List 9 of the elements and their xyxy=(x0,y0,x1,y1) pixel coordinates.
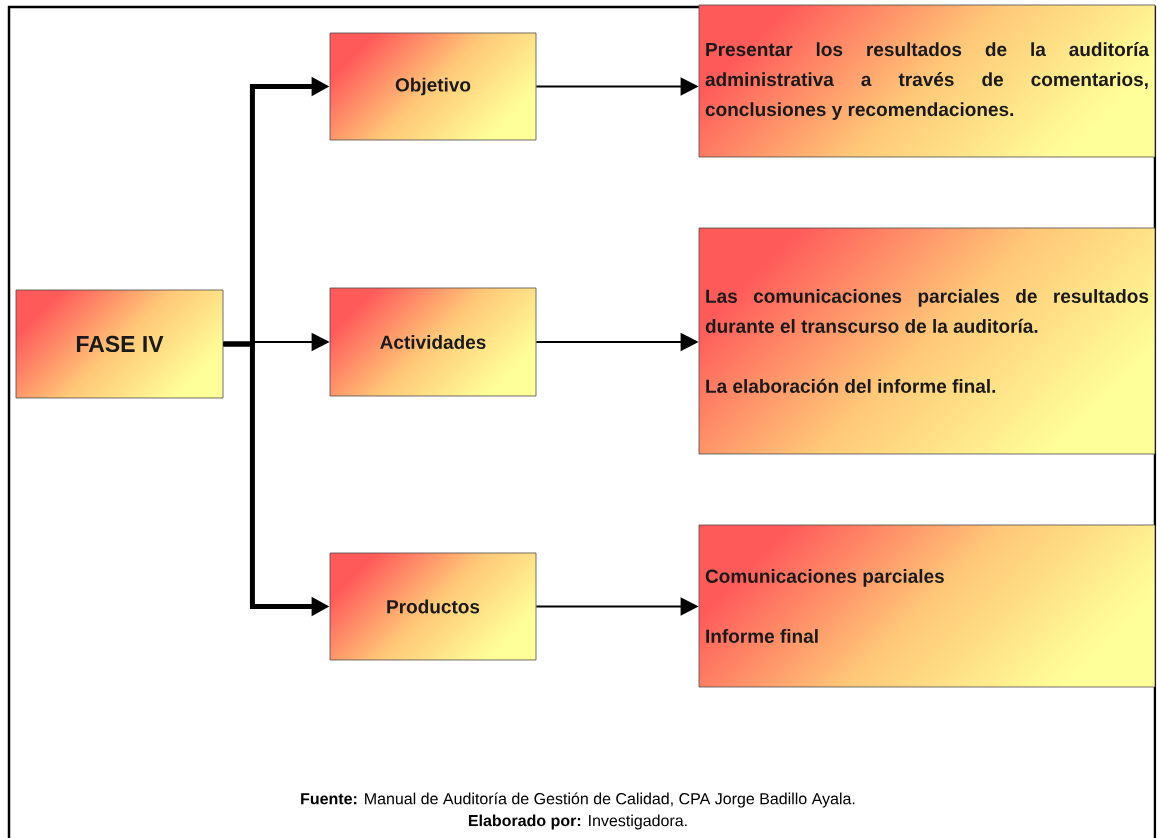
description-box: Las comunicaciones parciales de resultados durante el transcurso de la auditoría. La elaboración del informe final. xyxy=(698,227,1156,455)
description-box: Presentar los resultados de la auditoría administrativa a través de comentarios, conclusiones y recomendaciones. xyxy=(698,4,1156,158)
category-box: Objetivo xyxy=(329,32,537,141)
source-note: Fuente: Manual de Auditoría de Gestión de Calidad, CPA Jorge Badillo Ayala. xyxy=(301,792,855,808)
phase-box: FASE IV xyxy=(15,289,224,399)
description-box: Comunicaciones parciales Informe final xyxy=(698,524,1156,688)
category-box: Actividades xyxy=(329,287,537,397)
category-box: Productos xyxy=(329,552,537,661)
source-note: Elaborado por: Investigadora. xyxy=(468,814,687,830)
